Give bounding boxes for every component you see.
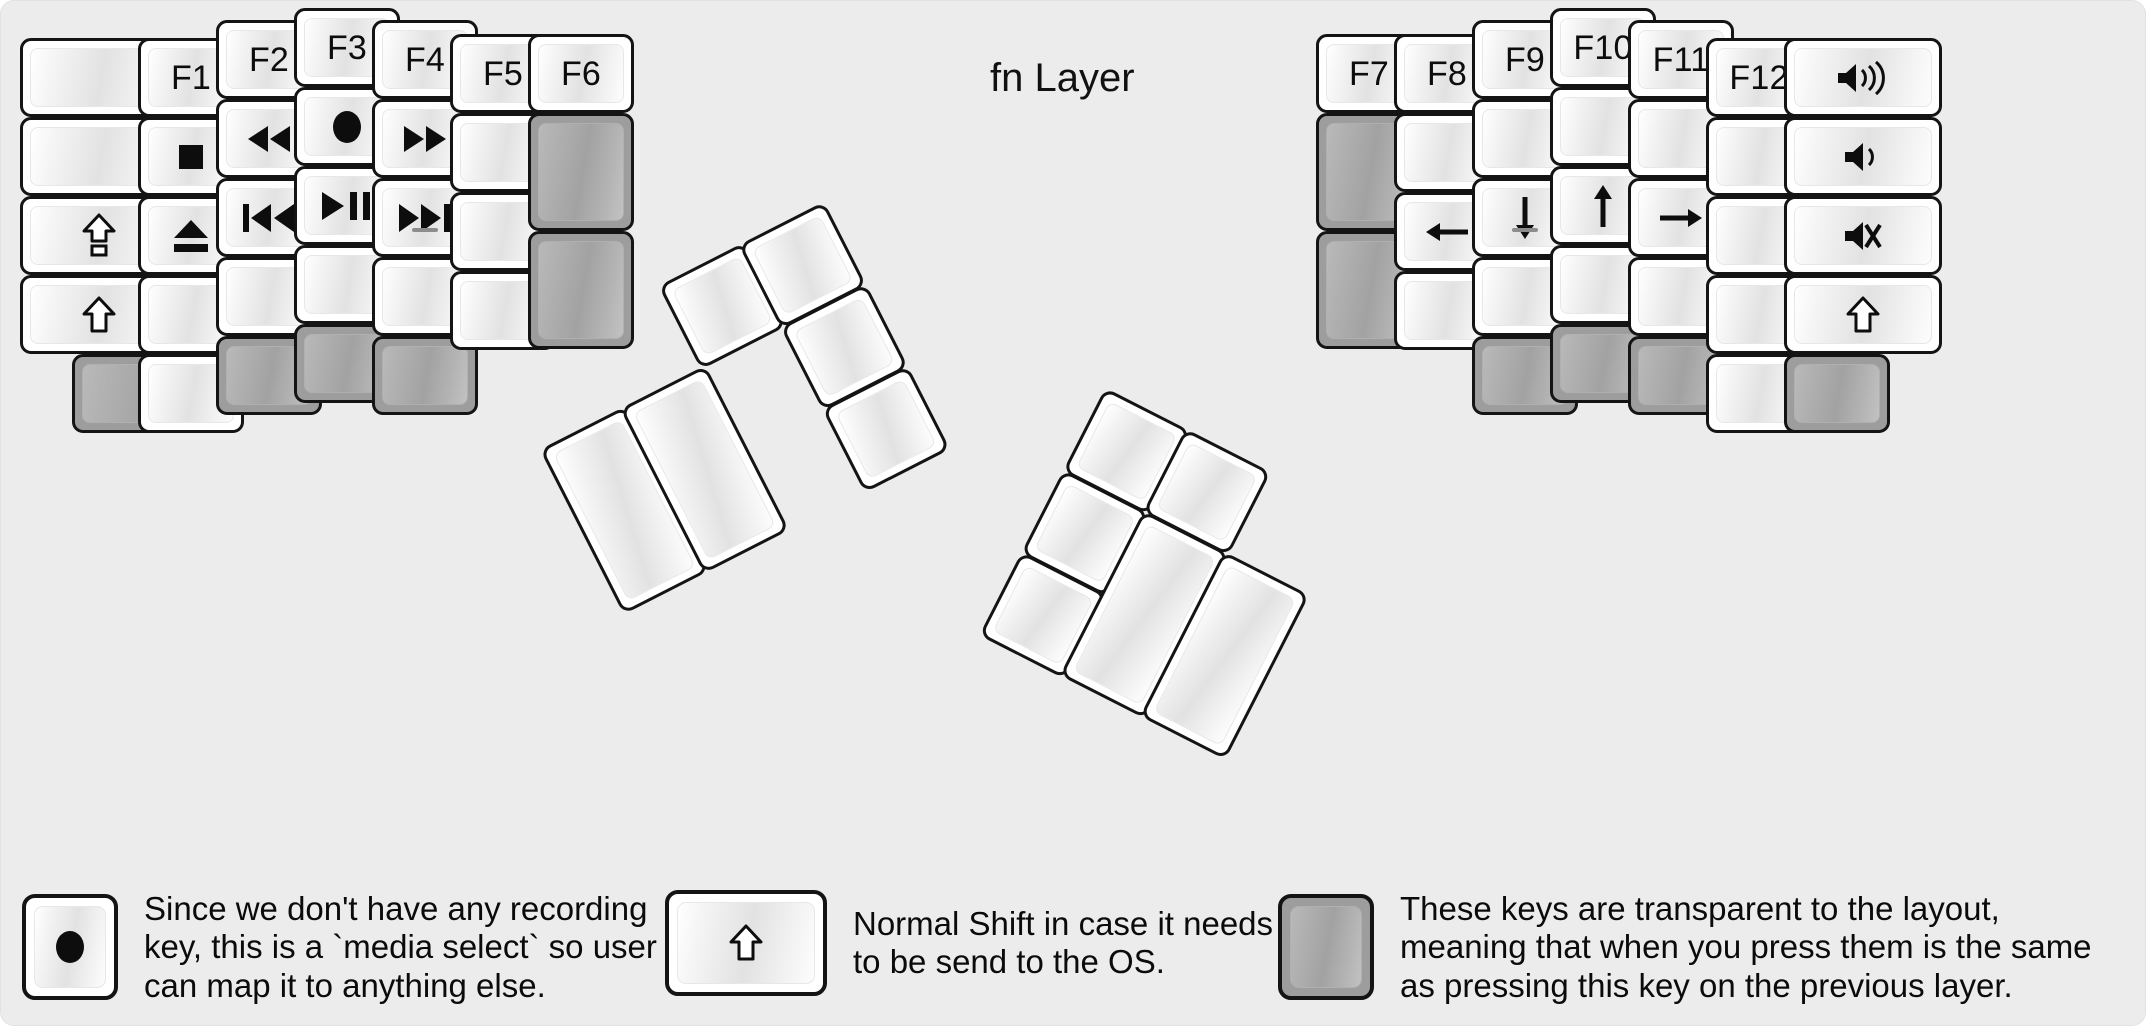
key-label: F5 (482, 54, 524, 93)
keycap-surface (382, 346, 468, 405)
legend-transparent-text: These keys are transparent to the layout… (1400, 890, 2092, 1004)
key-label: F6 (560, 54, 602, 93)
key-transparent-5[interactable] (528, 113, 634, 231)
shift-icon (82, 295, 116, 335)
key-label: F7 (1348, 54, 1390, 93)
key-transparent-6[interactable] (528, 231, 634, 349)
legend-normal-shift: Normal Shift in case it needs to be send… (665, 890, 1273, 996)
key-label: F4 (404, 40, 446, 79)
shift-icon (1846, 295, 1880, 335)
arrow-right-icon (1658, 204, 1704, 232)
key-volume-down[interactable] (1784, 117, 1942, 196)
keycap-surface (1794, 206, 1932, 265)
next-track-icon (397, 202, 453, 234)
keycap-surface (538, 123, 624, 221)
keycap-surface (835, 378, 937, 480)
keycap-surface (1794, 127, 1932, 186)
key-transparent-12[interactable] (1784, 354, 1890, 433)
key-transparent-4[interactable] (372, 336, 478, 415)
eject-icon (170, 216, 212, 256)
homing-bump-indicator (1512, 228, 1538, 232)
play-pause-icon (320, 190, 374, 222)
keycap-surface: F6 (538, 44, 624, 103)
legend-transparent-sample-key (1278, 894, 1374, 1001)
key-label: F1 (170, 58, 212, 97)
stop-icon (173, 139, 209, 175)
arrow-down-icon (1511, 195, 1539, 241)
keycap-surface (538, 241, 624, 339)
fast-forward-icon (401, 124, 449, 154)
key-stop[interactable] (138, 117, 244, 196)
keycap-surface (677, 902, 815, 984)
key-mute[interactable] (1784, 196, 1942, 275)
legend-normal-shift-text: Normal Shift in case it needs to be send… (853, 904, 1274, 980)
key-volume-up[interactable] (1784, 38, 1942, 117)
key-shift-right[interactable] (1784, 275, 1942, 354)
key-label: F11 (1652, 40, 1710, 79)
key-f6[interactable]: F6 (528, 34, 634, 113)
key-label: F9 (1504, 40, 1546, 79)
keycap-surface (1794, 285, 1932, 344)
volume-down-icon (1843, 140, 1883, 174)
arrow-up-icon (1589, 183, 1617, 229)
legend-transparent: These keys are transparent to the layout… (1278, 890, 2092, 1005)
legend-media-select-sample-key (22, 894, 118, 1001)
keycap-surface (1794, 364, 1880, 423)
legend-normal-shift-sample-key (665, 890, 827, 996)
legend-media-select-text: Since we don't have any recording key, t… (144, 890, 657, 1004)
key-label: F8 (1426, 54, 1468, 93)
volume-up-icon (1836, 60, 1890, 95)
key-label: F2 (248, 40, 290, 79)
key-label: F3 (326, 28, 368, 67)
shift-icon (729, 923, 763, 963)
arrow-left-icon (1424, 218, 1470, 246)
record-icon (327, 107, 367, 147)
mute-icon (1843, 219, 1883, 253)
keycap-surface (34, 906, 106, 989)
keycap-surface (1290, 906, 1362, 989)
rewind-icon (245, 124, 293, 154)
key-label: F12 (1729, 58, 1789, 97)
page-title: fn Layer (990, 56, 1135, 100)
key-label: F10 (1573, 28, 1633, 67)
prev-track-icon (241, 202, 297, 234)
homing-bump-indicator (412, 228, 438, 232)
record-icon (50, 927, 90, 967)
caps-lock-icon (82, 213, 116, 259)
keycap-surface (1794, 48, 1932, 107)
legend-media-select: Since we don't have any recording key, t… (22, 890, 657, 1005)
